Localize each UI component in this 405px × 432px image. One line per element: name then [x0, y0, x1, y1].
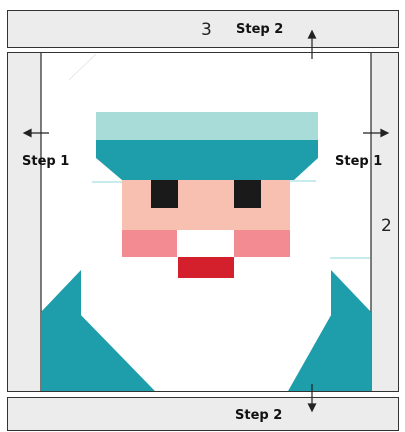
left-cheek	[122, 230, 177, 257]
right-cheek	[234, 230, 290, 257]
mustache	[177, 230, 234, 257]
right-number-label: 2	[381, 216, 392, 236]
right-eye	[234, 180, 261, 208]
face	[122, 180, 290, 230]
hat-brim	[96, 140, 318, 180]
left-step-label: Step 1	[22, 154, 69, 169]
left-eye	[151, 180, 178, 208]
hat-band	[96, 112, 318, 140]
mouth	[178, 257, 234, 278]
right-step-label: Step 1	[335, 154, 382, 169]
hat-top	[69, 54, 345, 112]
